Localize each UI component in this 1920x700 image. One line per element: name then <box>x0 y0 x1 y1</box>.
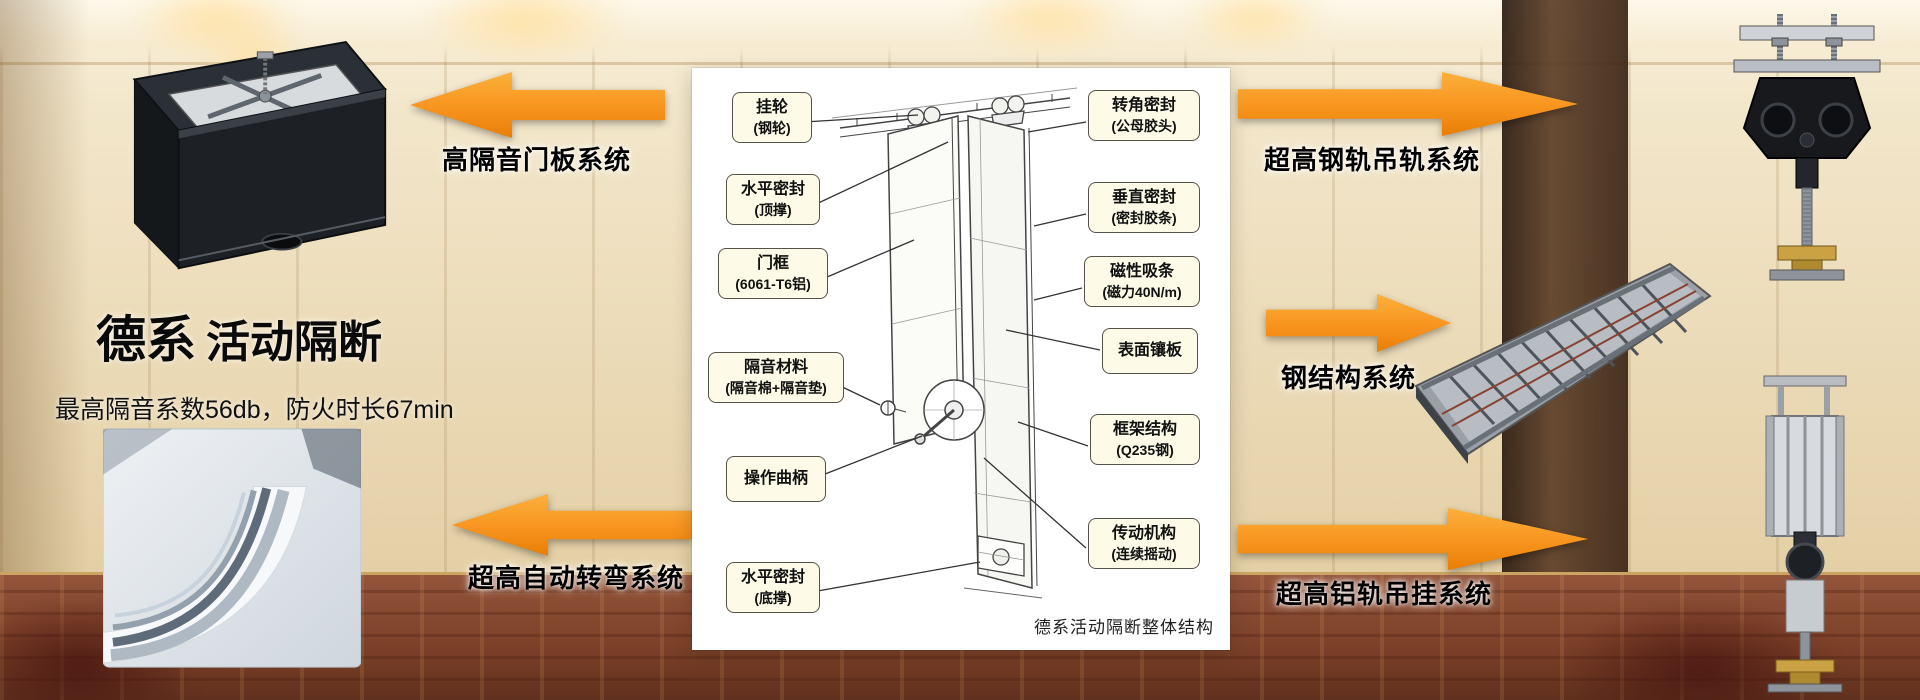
callout-corner-seal: 转角密封 (公母胶头) <box>1088 90 1200 141</box>
arrow-steel-structure-system <box>1266 294 1451 352</box>
ceiling-light-glow <box>1180 0 1330 50</box>
label-auto-turn-system: 超高自动转弯系统 <box>468 563 685 593</box>
callout-magnetic-strip: 磁性吸条 (磁力40N/m) <box>1084 256 1200 307</box>
photo-alu-rail-hanger <box>1706 372 1904 696</box>
callout-surface-panel: 表面镶板 <box>1102 328 1198 374</box>
arrow-alu-rail-system <box>1238 508 1588 570</box>
left-arrow-shape <box>452 494 692 556</box>
brand-series: 德系 <box>96 312 196 368</box>
left-wall-shading <box>0 0 90 572</box>
label-door-panel-system: 高隔音门板系统 <box>442 145 632 175</box>
photo-steel-structure <box>1408 236 1718 466</box>
arrow-door-panel-system <box>410 72 665 138</box>
callout-hanging-wheel: 挂轮 (钢轮) <box>732 92 812 143</box>
left-arrow-shape <box>410 72 665 138</box>
photo-curved-track <box>103 428 361 668</box>
arrow-steel-rail-system <box>1238 72 1578 136</box>
callout-transmission-mechanism: 传动机构 (连续摇动) <box>1088 518 1200 569</box>
diagram-caption: 德系活动隔断整体结构 <box>1034 618 1214 637</box>
brand-title: 德系活动隔断 <box>96 300 382 372</box>
arrow-auto-turn-system <box>452 494 692 556</box>
callout-sound-insulation-material: 隔音材料 (隔音棉+隔音垫) <box>708 352 844 403</box>
brand-subtitle: 最高隔音系数56db，防火时长67min <box>55 396 454 424</box>
callout-vertical-seal: 垂直密封 (密封胶条) <box>1088 182 1200 233</box>
label-steel-structure-system: 钢结构系统 <box>1281 363 1417 393</box>
callout-operating-crank: 操作曲柄 <box>726 456 826 502</box>
label-alu-rail-system: 超高铝轨吊挂系统 <box>1276 579 1493 609</box>
brand-product: 活动隔断 <box>206 318 382 367</box>
callout-door-frame: 门框 (6061-T6铝) <box>718 248 828 299</box>
callout-frame-structure: 框架结构 (Q235钢) <box>1090 414 1200 465</box>
photo-door-panel-mechanism <box>100 18 395 308</box>
callout-horizontal-seal-top: 水平密封 (顶撑) <box>726 174 820 225</box>
label-steel-rail-system: 超高钢轨吊轨系统 <box>1264 145 1481 175</box>
crown-molding <box>0 62 1920 65</box>
structure-diagram-panel: 挂轮 (钢轮) 水平密封 (顶撑) 门框 (6061-T6铝) 隔音材料 (隔音… <box>692 68 1230 650</box>
right-arrow-shape <box>1238 508 1588 570</box>
photo-steel-rail-hanger <box>1700 8 1914 294</box>
right-arrow-shape <box>1238 72 1578 136</box>
callout-horizontal-seal-bottom: 水平密封 (底撑) <box>726 562 820 613</box>
